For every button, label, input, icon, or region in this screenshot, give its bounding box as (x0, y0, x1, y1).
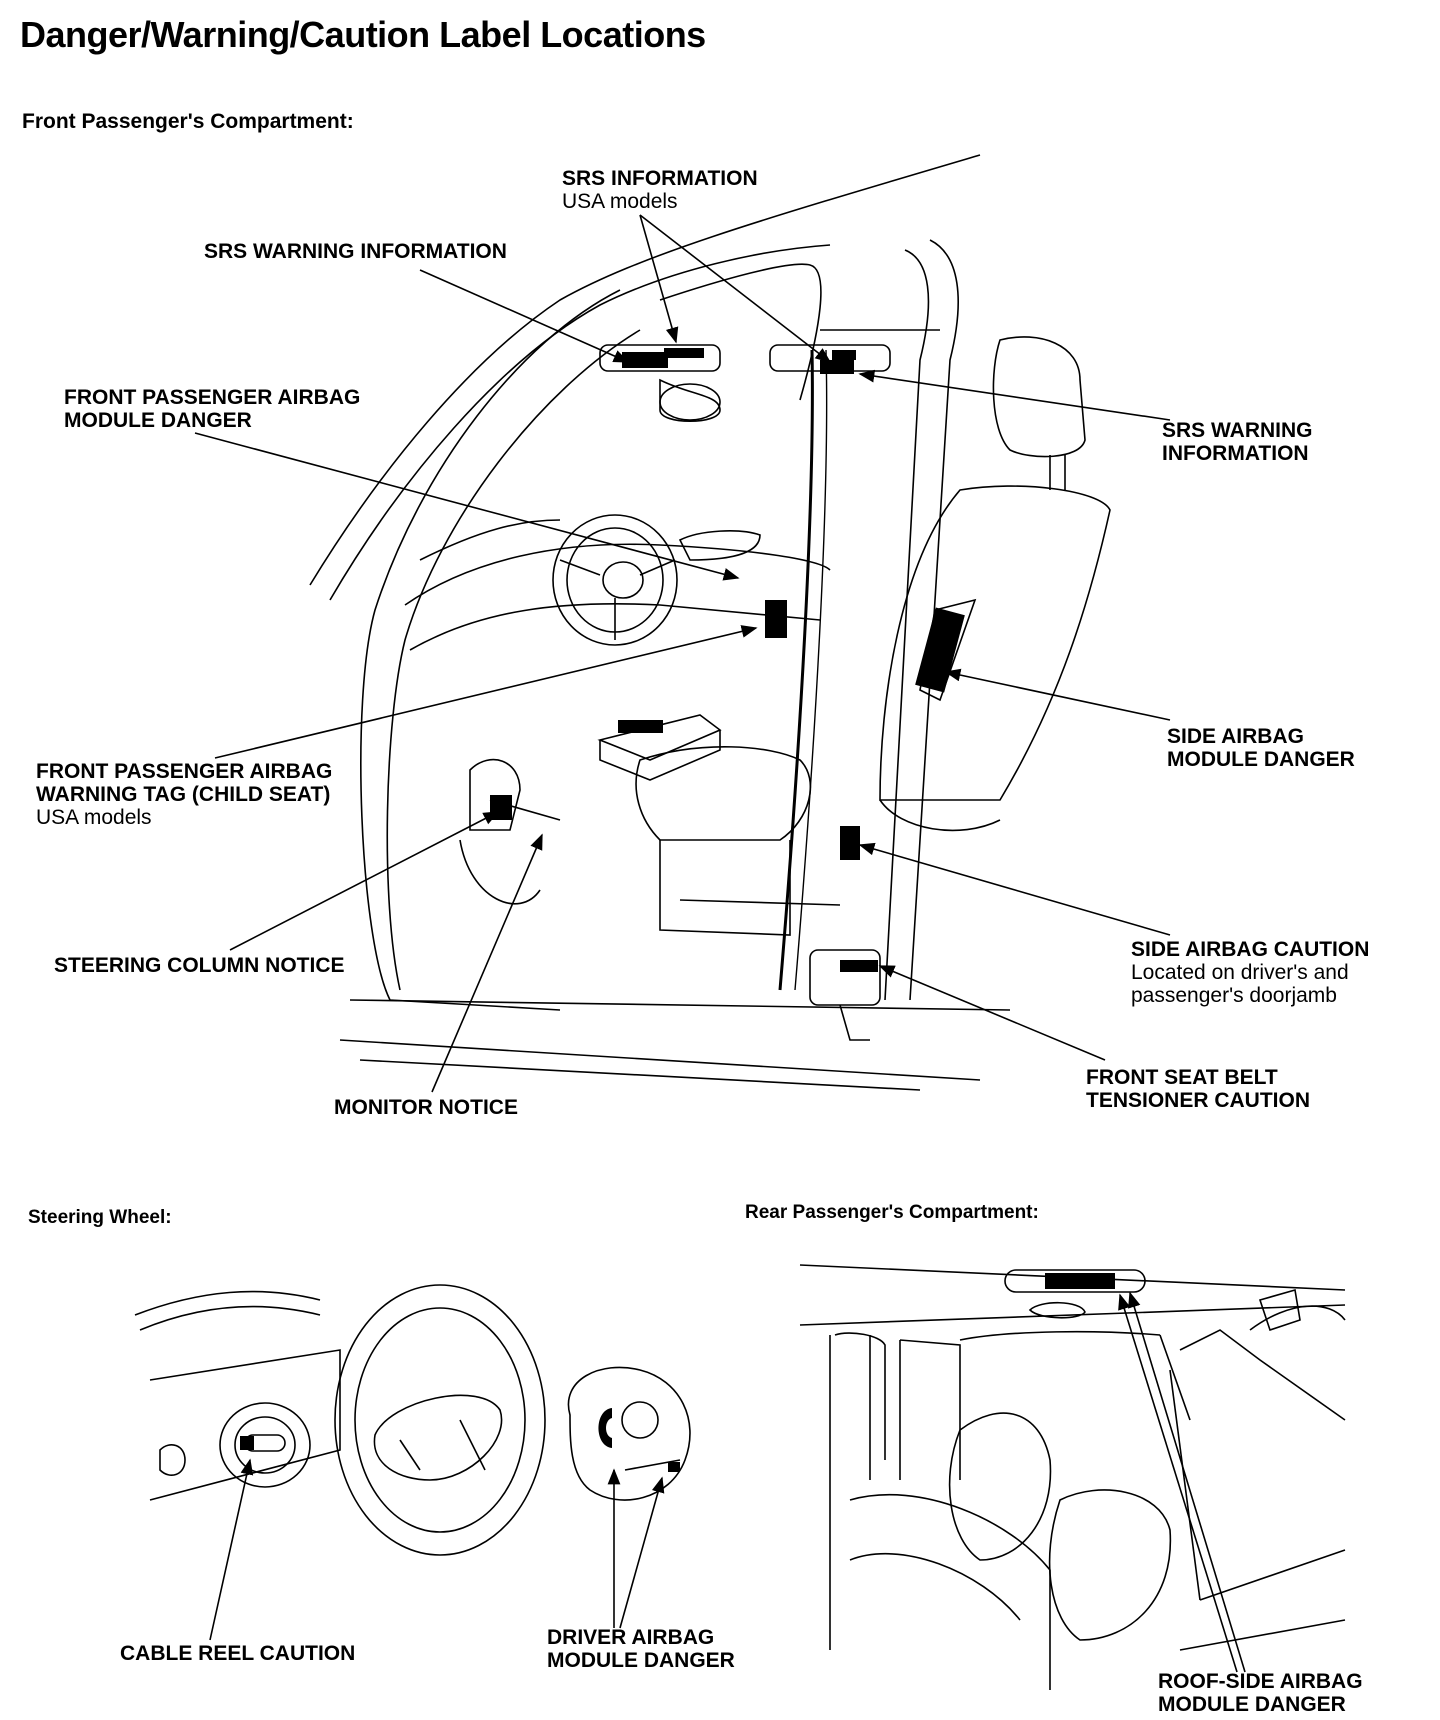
steering-leader-lines (209, 1458, 665, 1641)
rear-leader-lines (1118, 1291, 1246, 1673)
label-side-airbag-caution: SIDE AIRBAG CAUTION Located on driver's … (1131, 938, 1370, 1007)
label-front-seat-belt-tensioner-caution: FRONT SEAT BELT TENSIONER CAUTION (1086, 1066, 1311, 1112)
steering-label-patches (240, 1408, 680, 1472)
label-srs-information: SRS INFORMATION USA models (562, 167, 758, 213)
page-title: Danger/Warning/Caution Label Locations (20, 14, 706, 55)
label-monitor-notice: MONITOR NOTICE (334, 1096, 518, 1119)
label-cable-reel-caution: CABLE REEL CAUTION (120, 1642, 356, 1665)
label-side-airbag-module-danger: SIDE AIRBAG MODULE DANGER (1167, 725, 1355, 771)
section-rear-compartment: Rear Passenger's Compartment: (745, 1202, 1039, 1223)
rear-compartment-illustration (799, 1264, 1346, 1690)
rear-label-patches (1045, 1273, 1115, 1289)
front-label-patches (490, 348, 965, 972)
label-front-passenger-warning-tag: FRONT PASSENGER AIRBAG WARNING TAG (CHIL… (36, 760, 333, 829)
front-compartment-illustration (309, 154, 1111, 1091)
label-steering-column-notice: STEERING COLUMN NOTICE (54, 954, 345, 977)
section-steering-wheel: Steering Wheel: (28, 1207, 172, 1228)
section-front-compartment: Front Passenger's Compartment: (22, 110, 354, 133)
label-srs-warning-information-left: SRS WARNING INFORMATION (204, 240, 507, 263)
label-driver-airbag-module-danger: DRIVER AIRBAG MODULE DANGER (547, 1626, 735, 1672)
label-roof-side-airbag-module-danger: ROOF-SIDE AIRBAG MODULE DANGER (1158, 1670, 1363, 1716)
label-srs-warning-information-right: SRS WARNING INFORMATION (1162, 419, 1313, 465)
front-leader-lines (194, 214, 1171, 1093)
label-front-passenger-airbag-danger: FRONT PASSENGER AIRBAG MODULE DANGER (64, 386, 361, 432)
